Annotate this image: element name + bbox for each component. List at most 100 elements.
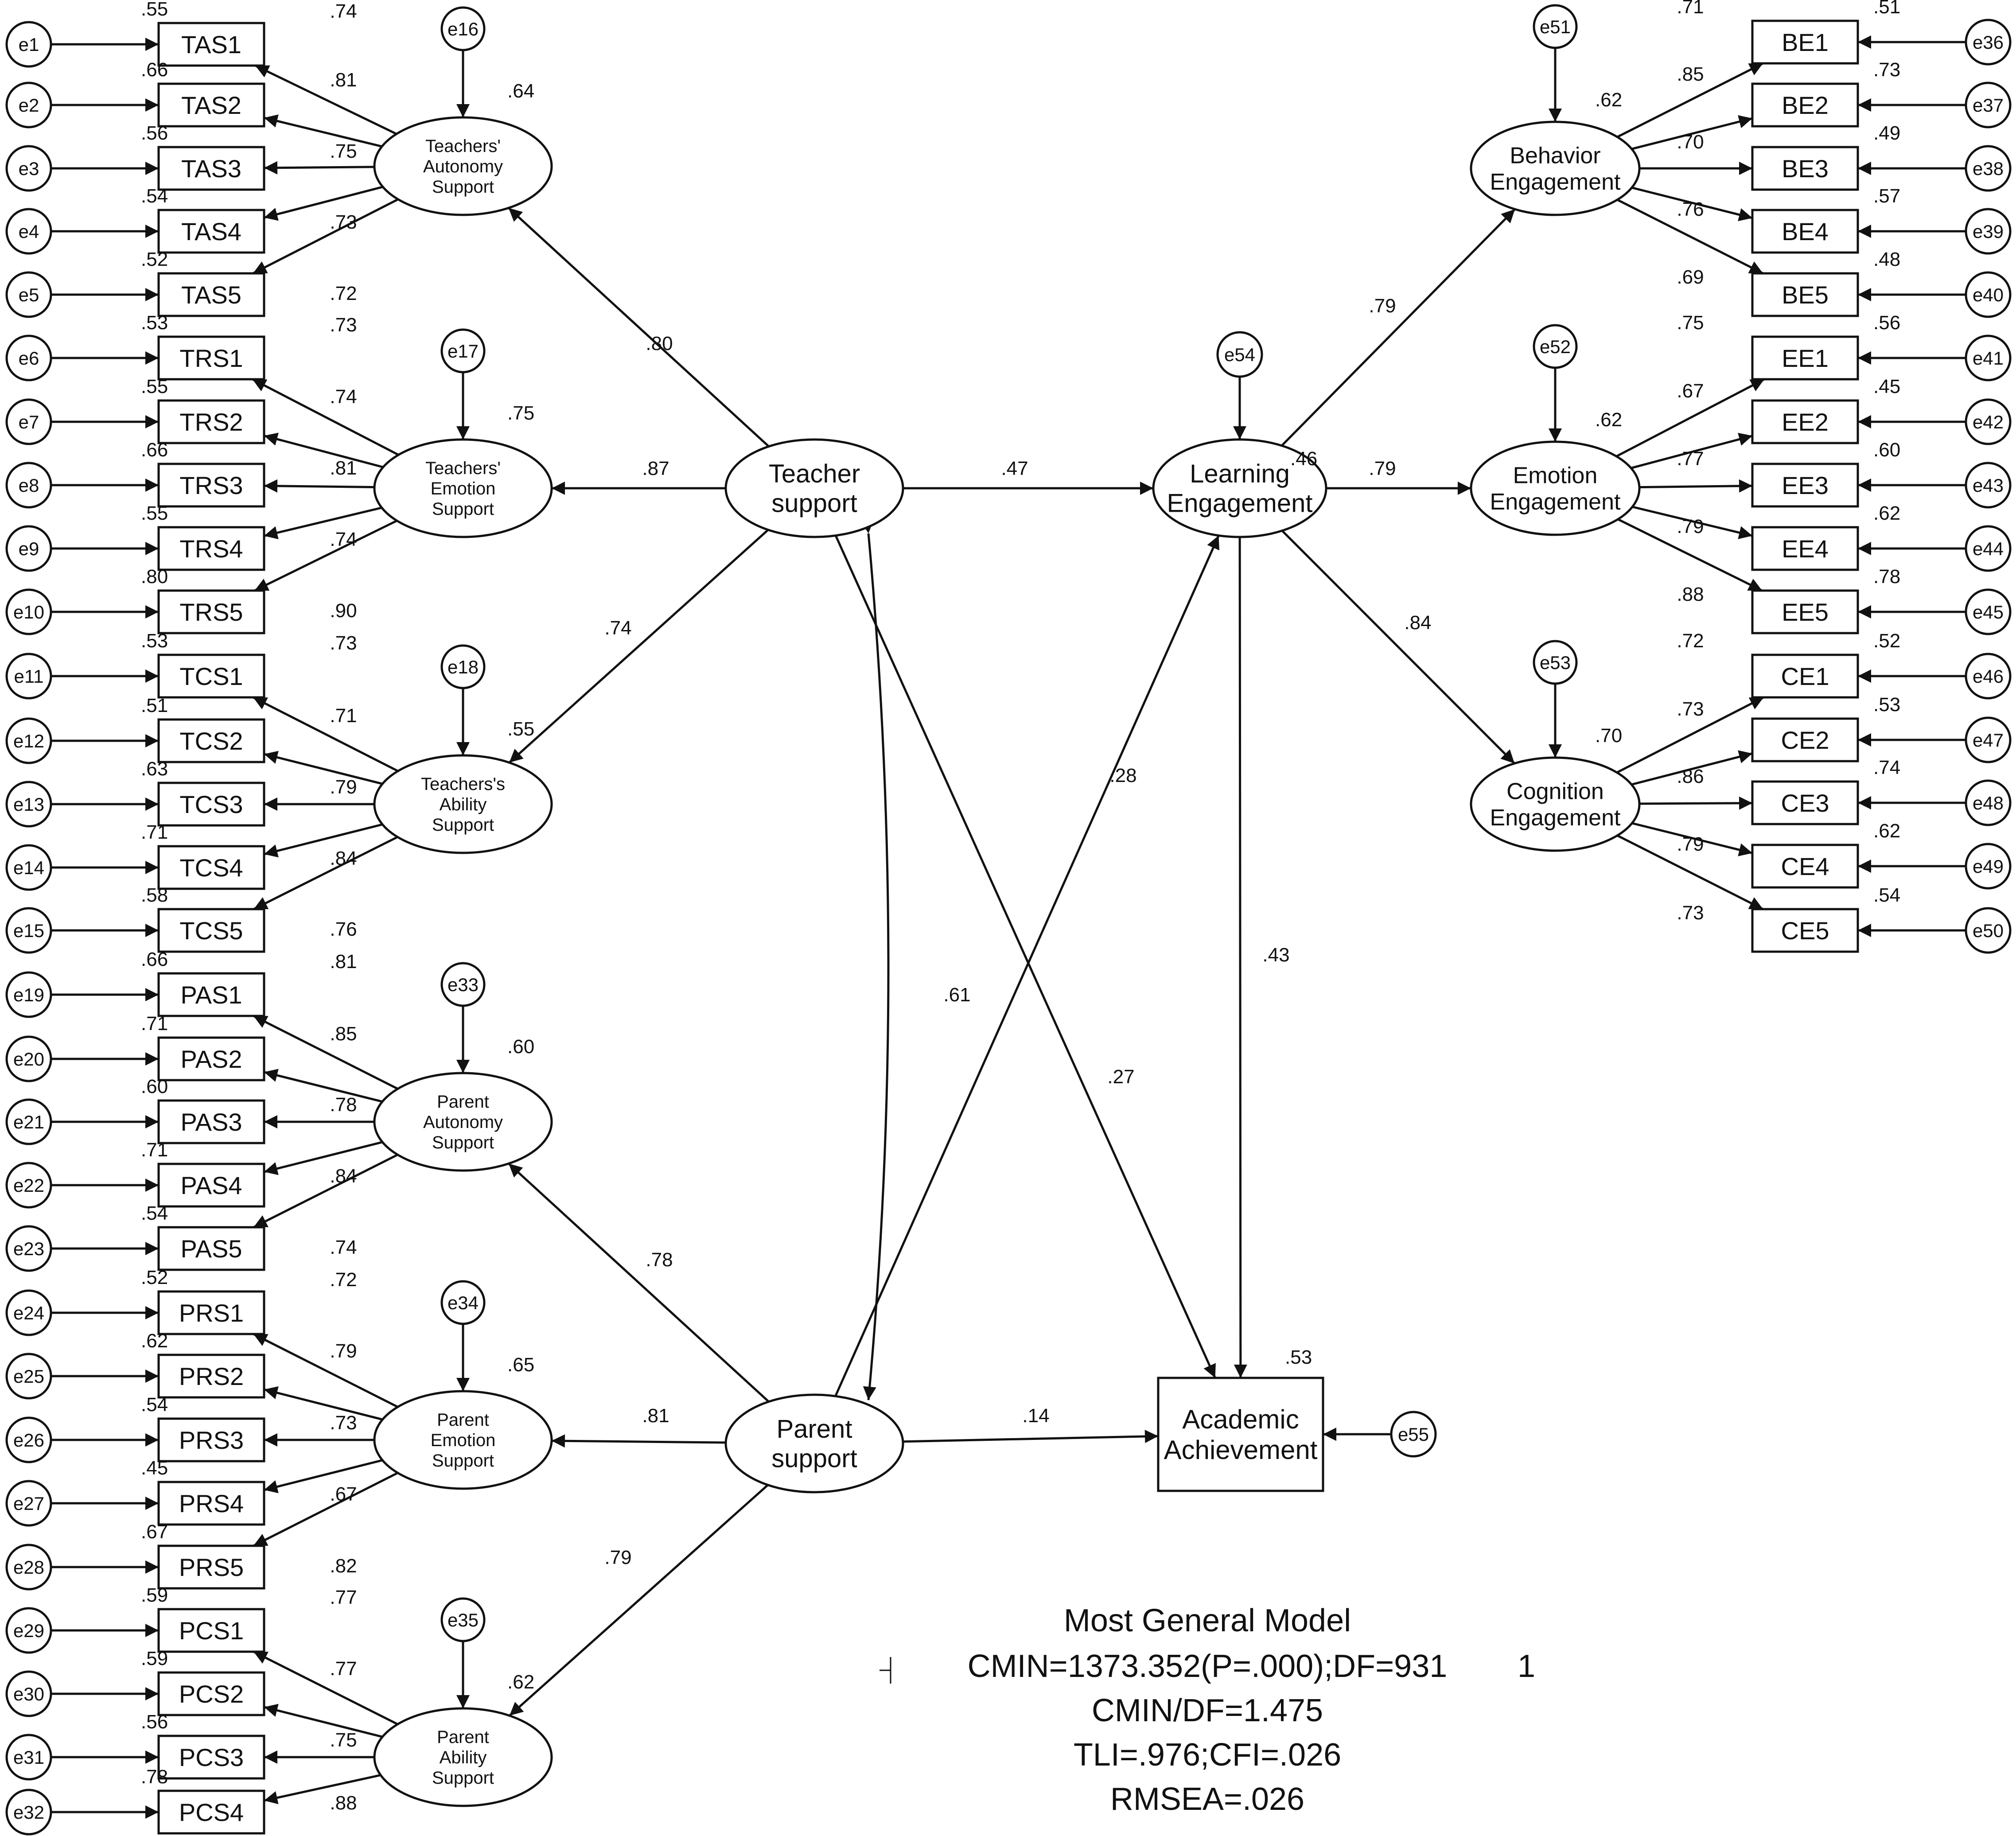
- path-parent-learning: [834, 535, 1220, 1397]
- indicator-pcs2: [157, 1671, 265, 1716]
- coef-covariance: .61: [943, 984, 970, 1006]
- error-e23: [5, 1225, 52, 1272]
- loading-value: .72: [1677, 630, 1704, 652]
- error-e22: [5, 1162, 52, 1209]
- coef-teacher-trs: .87: [642, 458, 669, 479]
- error-e33: [440, 962, 486, 1007]
- path-parent-prs: [551, 1434, 726, 1448]
- error-label: e49: [1973, 856, 2004, 877]
- latent-label: Emotion: [431, 1431, 496, 1450]
- covariance-teacher-parent: [860, 519, 890, 1400]
- error-e52: [1533, 324, 1578, 369]
- loading-ce5: [1617, 834, 1764, 910]
- loading-tcs1: [253, 696, 399, 772]
- observed-label: Achievement: [1164, 1435, 1318, 1465]
- indicator-label: PCS3: [179, 1743, 244, 1771]
- latent-ce: [1470, 756, 1641, 852]
- loading-value: .81: [330, 69, 357, 91]
- latent-label: Emotion: [1513, 463, 1598, 488]
- error-label: e2: [19, 95, 39, 116]
- error-label: e47: [1973, 730, 2004, 751]
- indicator-trs5: [157, 589, 265, 634]
- r-squared-learning: .46: [1290, 448, 1317, 470]
- loading-ee4: [1632, 506, 1753, 539]
- fit-tli-cfi: TLI=.976;CFI=.026: [1074, 1737, 1341, 1773]
- r-squared-pas5: .54: [141, 1202, 168, 1224]
- latent-label: Cognition: [1506, 778, 1604, 804]
- error-label: e18: [448, 657, 479, 677]
- indicator-label: PAS3: [180, 1108, 242, 1136]
- r-squared-tcs1: .53: [141, 630, 168, 652]
- r-squared-ee: .62: [1595, 409, 1622, 431]
- loading-prs1: [253, 1333, 398, 1408]
- indicator-label: PCS1: [179, 1617, 244, 1645]
- latent-label: Parent: [437, 1092, 489, 1112]
- indicator-trs2: [157, 399, 265, 444]
- loading-value: .81: [330, 951, 357, 972]
- r-squared-pas2: .71: [141, 1013, 168, 1035]
- loading-value: .88: [1677, 583, 1704, 605]
- latent-pcs: [373, 1707, 553, 1807]
- latent-label: support: [771, 489, 857, 518]
- path-teacher-tcs: [508, 529, 769, 764]
- r-squared-pcs4: .78: [141, 1766, 168, 1788]
- loading-ce4: [1631, 822, 1753, 856]
- loading-value: .71: [1677, 0, 1704, 18]
- indicator-label: TAS3: [181, 155, 241, 183]
- error-e45: [1965, 588, 2012, 635]
- loading-trs2: [264, 432, 384, 468]
- error-e7: [5, 398, 52, 445]
- error-label: e23: [13, 1238, 44, 1259]
- indicator-label: TCS3: [179, 790, 243, 818]
- error-e18: [440, 644, 486, 689]
- error-e40: [1965, 271, 2012, 318]
- coef-learning-achievement: .43: [1262, 944, 1289, 966]
- r-squared-ce: .70: [1595, 725, 1622, 747]
- error-label: e46: [1973, 666, 2004, 687]
- latent-learning: [1152, 438, 1327, 538]
- error-label: e34: [448, 1292, 479, 1313]
- path-teacher-tas: [508, 207, 770, 447]
- latent-label: support: [771, 1444, 857, 1473]
- indicator-pcs4: [157, 1789, 265, 1835]
- loading-prs4: [264, 1459, 383, 1494]
- loading-value: .74: [330, 529, 357, 550]
- loading-pas5: [253, 1154, 398, 1229]
- path-parent-pcs: [509, 1484, 769, 1717]
- indicator-prs1: [157, 1290, 265, 1335]
- indicator-tas2: [157, 82, 265, 128]
- r-squared-tas1: .55: [141, 0, 168, 20]
- loading-ee1: [1616, 378, 1765, 458]
- loading-value: .74: [330, 0, 357, 22]
- r-squared-pcs3: .56: [141, 1711, 168, 1733]
- indicator-tcs3: [157, 782, 265, 827]
- error-e24: [5, 1289, 52, 1336]
- latent-trs: [373, 438, 553, 538]
- error-e12: [5, 717, 52, 764]
- error-label: e55: [1398, 1424, 1429, 1445]
- loading-value: .85: [1677, 63, 1704, 85]
- error-label: e45: [1973, 602, 2004, 622]
- loading-value: .84: [330, 1165, 357, 1187]
- error-label: e40: [1973, 284, 2004, 305]
- latent-label: Engagement: [1167, 489, 1313, 518]
- indicator-label: EE4: [1782, 535, 1829, 563]
- coef-parent-achievement: .14: [1022, 1405, 1049, 1427]
- r-squared-ce1: .52: [1873, 630, 1900, 652]
- loading-pas2: [264, 1069, 383, 1103]
- paths-layer: [51, 35, 1966, 1819]
- loading-be2: [1631, 115, 1753, 150]
- error-label: e4: [19, 221, 39, 242]
- error-e2: [5, 82, 52, 128]
- error-e20: [5, 1035, 52, 1082]
- r-squared-trs4: .55: [141, 502, 168, 524]
- indicator-ee3: [1751, 463, 1859, 508]
- nodes-layer: TeachersupportParentsupportLearningEngag…: [5, 4, 2012, 1836]
- loading-value: .77: [330, 1587, 357, 1608]
- error-e44: [1965, 525, 2012, 572]
- error-label: e9: [19, 538, 39, 559]
- error-e39: [1965, 208, 2012, 255]
- loading-value: .78: [330, 1094, 357, 1116]
- error-e31: [5, 1734, 52, 1781]
- r-squared-pcs2: .59: [141, 1648, 168, 1669]
